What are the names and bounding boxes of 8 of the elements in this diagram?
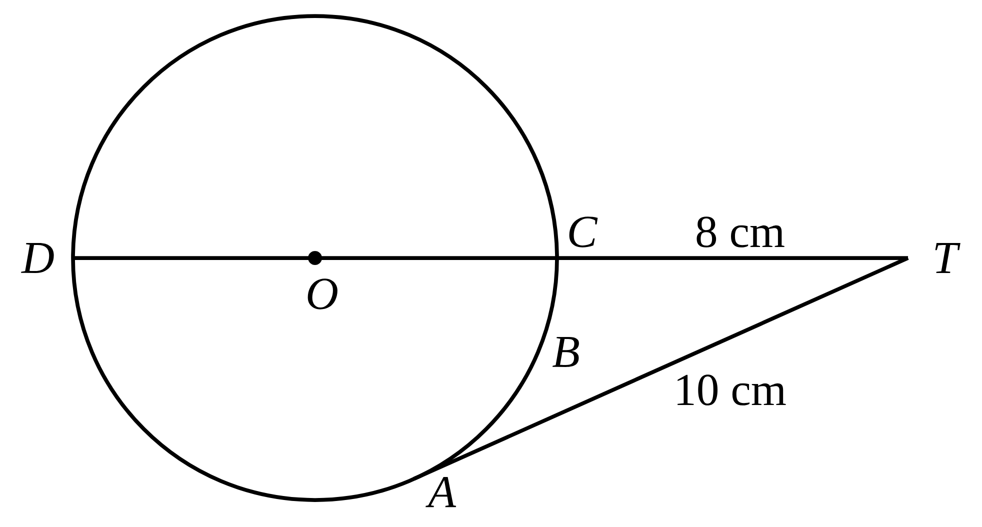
point-label: O [308,278,338,310]
point-label: D [21,243,54,274]
point-label: C [569,216,598,248]
length-label: 10 cm [678,374,786,406]
point-label: A [426,476,456,508]
point-label: T [935,243,960,273]
point-label: B [552,336,579,368]
length-label: 8 cm [696,216,784,248]
